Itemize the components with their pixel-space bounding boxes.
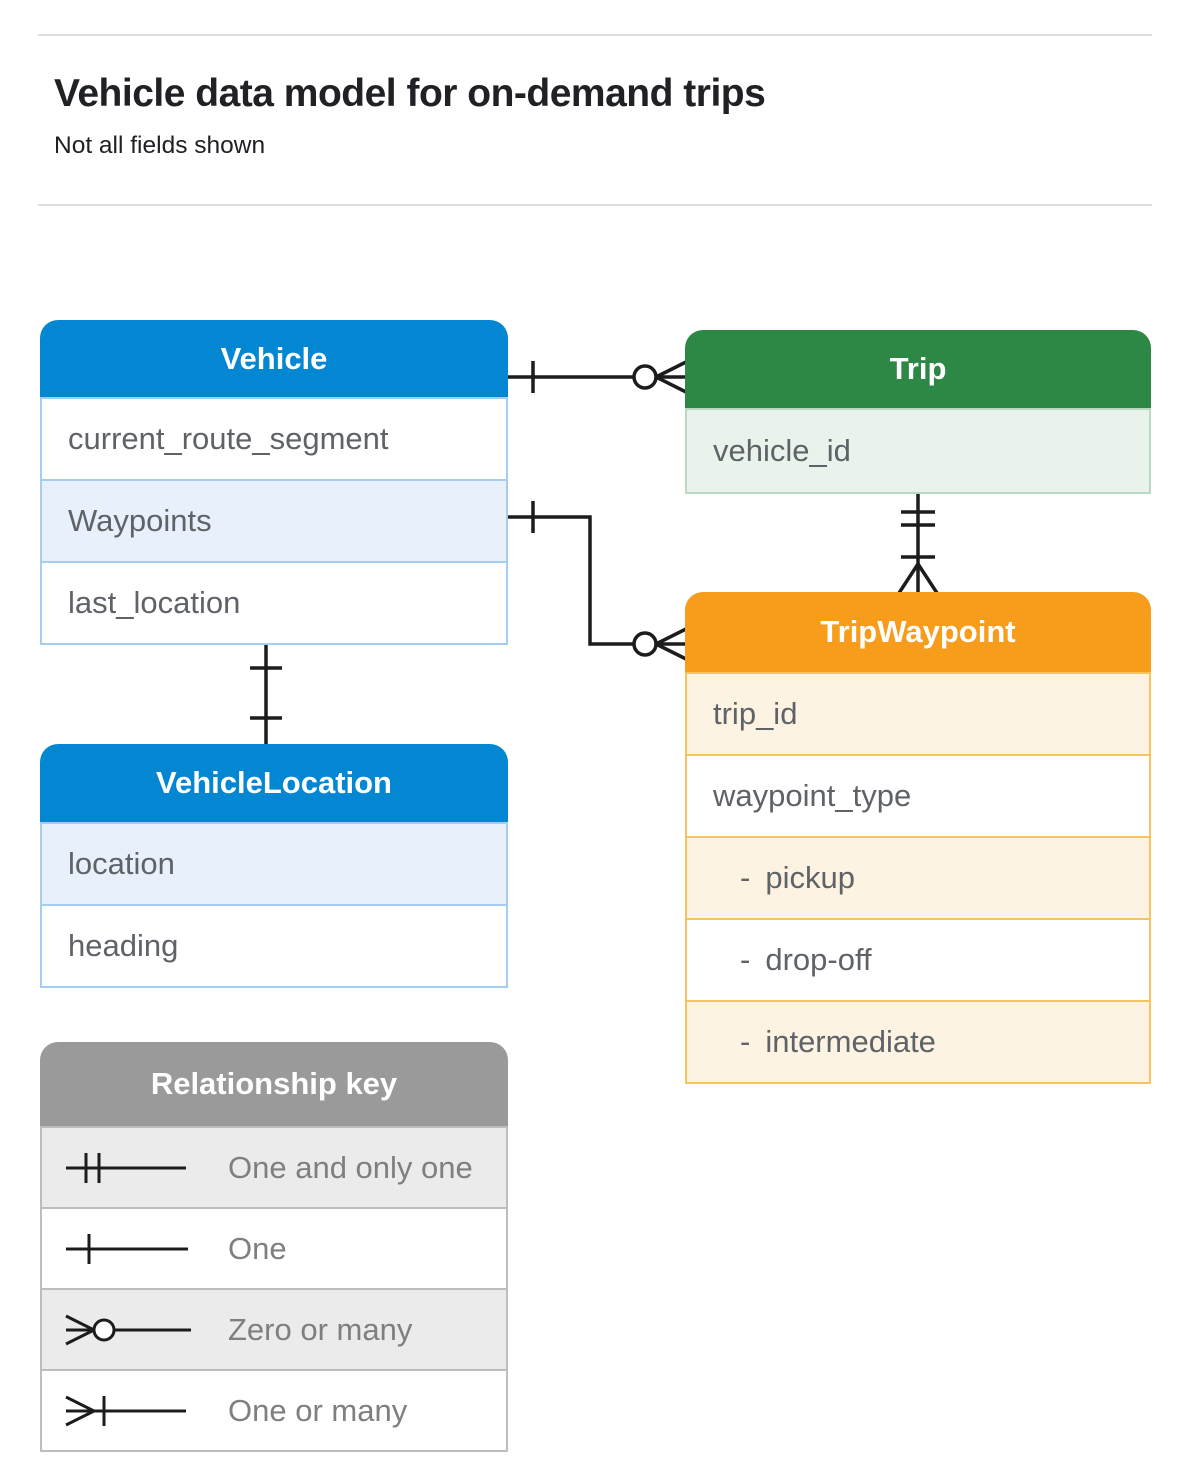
entity-vehicle-title: Vehicle — [40, 320, 508, 397]
zero-or-many-icon — [58, 1310, 228, 1350]
legend-label: One or many — [228, 1392, 408, 1428]
field-label: last_location — [68, 585, 241, 620]
hyphen-bullet: - — [740, 942, 751, 977]
field-label: vehicle_id — [713, 433, 851, 468]
legend-item-one-and-only-one: One and only one — [42, 1128, 506, 1207]
field-row-last-location: last_location — [42, 561, 506, 643]
field-row-drop-off: - drop-off — [687, 918, 1149, 1000]
relationship-key-legend: Relationship key One and only one — [40, 1042, 508, 1452]
field-row-heading: heading — [42, 904, 506, 986]
connector-vehicle-trip — [508, 360, 687, 394]
hyphen-bullet: - — [740, 860, 751, 895]
connector-waypoints-tripwaypoint — [508, 501, 687, 661]
legend-label: One and only one — [228, 1149, 473, 1185]
page-subtitle: Not all fields shown — [54, 132, 266, 159]
legend-label: Zero or many — [228, 1311, 413, 1347]
entity-vehiclelocation-title: VehicleLocation — [40, 744, 508, 822]
one-and-only-one-icon — [58, 1148, 228, 1188]
field-label: current_route_segment — [68, 421, 389, 456]
field-row-waypoints: Waypoints — [42, 479, 506, 561]
one-icon — [58, 1229, 228, 1269]
header-divider — [38, 204, 1152, 206]
field-label: intermediate — [765, 1024, 936, 1059]
one-or-many-icon — [58, 1391, 228, 1431]
field-row-current-route-segment: current_route_segment — [42, 399, 506, 479]
field-label: waypoint_type — [713, 778, 912, 813]
entity-vehiclelocation-fields: location heading — [40, 822, 508, 988]
entity-trip-fields: vehicle_id — [685, 408, 1151, 494]
top-divider — [38, 34, 1152, 36]
connector-trip-tripwaypoint — [897, 490, 939, 594]
legend-label: One — [228, 1230, 287, 1266]
entity-vehicle: Vehicle current_route_segment Waypoints … — [40, 320, 508, 645]
connector-vehicle-vehiclelocation — [250, 637, 282, 745]
entity-tripwaypoint-title: TripWaypoint — [685, 592, 1151, 672]
entity-trip: Trip vehicle_id — [685, 330, 1151, 494]
field-label: location — [68, 846, 175, 881]
entity-tripwaypoint-fields: trip_id waypoint_type - pickup - drop-of… — [685, 672, 1151, 1084]
entity-vehicle-fields: current_route_segment Waypoints last_loc… — [40, 397, 508, 645]
entity-vehiclelocation: VehicleLocation location heading — [40, 744, 508, 988]
legend-item-one-or-many: One or many — [42, 1369, 506, 1450]
field-label: pickup — [765, 860, 855, 895]
legend-item-zero-or-many: Zero or many — [42, 1288, 506, 1369]
field-row-intermediate: - intermediate — [687, 1000, 1149, 1082]
field-row-vehicle-id: vehicle_id — [687, 410, 1149, 492]
page-title: Vehicle data model for on-demand trips — [54, 72, 766, 115]
legend-title: Relationship key — [40, 1042, 508, 1126]
field-row-waypoint-type: waypoint_type — [687, 754, 1149, 836]
field-label: trip_id — [713, 696, 798, 731]
field-label: heading — [68, 928, 179, 963]
field-label: Waypoints — [68, 503, 212, 538]
hyphen-bullet: - — [740, 1024, 751, 1059]
field-row-trip-id: trip_id — [687, 674, 1149, 754]
legend-items: One and only one One — [40, 1126, 508, 1452]
entity-tripwaypoint: TripWaypoint trip_id waypoint_type - pic… — [685, 592, 1151, 1084]
field-label: drop-off — [765, 942, 872, 977]
legend-item-one: One — [42, 1207, 506, 1288]
field-row-location: location — [42, 824, 506, 904]
entity-trip-title: Trip — [685, 330, 1151, 408]
field-row-pickup: - pickup — [687, 836, 1149, 918]
